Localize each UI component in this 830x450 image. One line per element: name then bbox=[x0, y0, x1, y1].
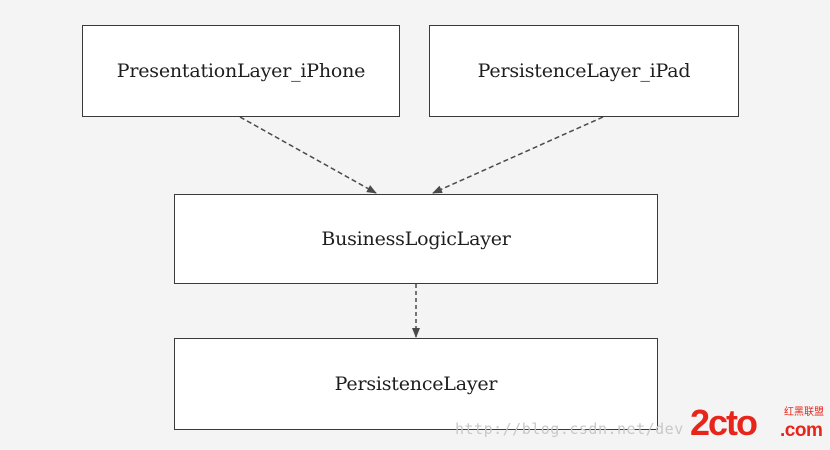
business-logic-layer-box: BusinessLogicLayer bbox=[174, 194, 658, 284]
site-logo: 2cto 红黑联盟 .com bbox=[690, 403, 828, 447]
presentation-layer-iphone-box: PresentationLayer_iPhone bbox=[82, 25, 400, 117]
persistence-layer-box: PersistenceLayer bbox=[174, 338, 658, 430]
business-logic-layer-label: BusinessLogicLayer bbox=[321, 228, 511, 250]
arrow-ipad-to-business bbox=[432, 116, 604, 194]
logo-main-text: 2cto bbox=[690, 402, 758, 443]
persistence-layer-ipad-box: PersistenceLayer_iPad bbox=[429, 25, 739, 117]
logo-chinese-text: 红黑联盟 bbox=[784, 407, 824, 418]
arrow-iphone-to-business bbox=[239, 116, 377, 194]
presentation-layer-iphone-label: PresentationLayer_iPhone bbox=[116, 60, 366, 82]
watermark-url: http://blog.csdn.net/dev bbox=[455, 420, 684, 438]
persistence-layer-ipad-label: PersistenceLayer_iPad bbox=[477, 60, 691, 82]
logo-com-text: .com bbox=[780, 420, 823, 441]
persistence-layer-label: PersistenceLayer bbox=[334, 373, 498, 395]
